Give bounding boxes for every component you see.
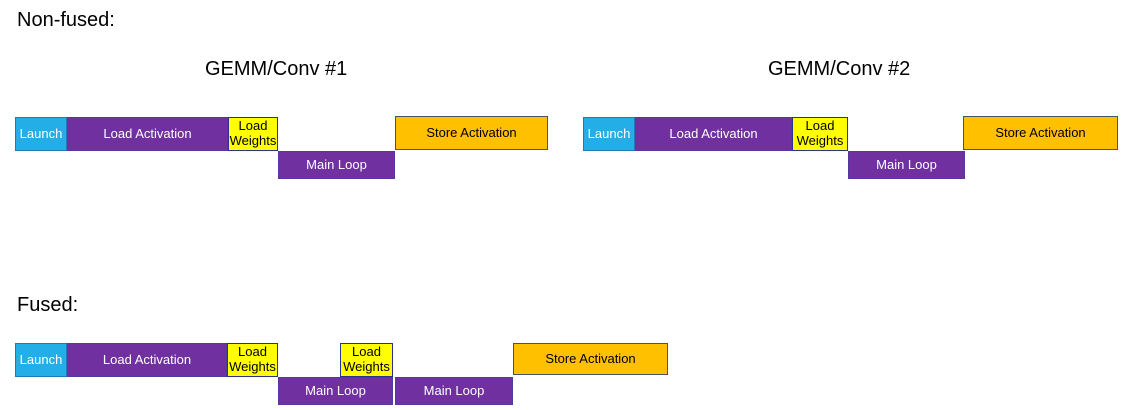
fused-section-label: Fused: <box>17 294 79 316</box>
gemm-conv-2-title: GEMM/Conv #2 <box>768 58 911 80</box>
f-store-activation-block: Store Activation <box>513 343 668 375</box>
f-load-activation-block: Load Activation <box>67 343 227 377</box>
nonfused-section-label: Non-fused: <box>17 9 115 31</box>
f-load-weights-1-block: Load Weights <box>227 343 278 377</box>
nf1-store-activation-block: Store Activation <box>395 116 548 150</box>
gemm-conv-1-title: GEMM/Conv #1 <box>205 58 348 80</box>
nf2-load-activation-block: Load Activation <box>635 117 792 151</box>
nf1-load-activation-block: Load Activation <box>67 117 228 151</box>
f-main-loop-2-block: Main Loop <box>395 377 513 405</box>
nf2-launch-block: Launch <box>583 117 635 151</box>
nf1-load-weights-block: Load Weights <box>228 117 278 151</box>
nf2-load-weights-block: Load Weights <box>792 117 848 151</box>
nf1-launch-block: Launch <box>15 117 67 151</box>
nf2-store-activation-block: Store Activation <box>963 116 1118 150</box>
nf1-main-loop-block: Main Loop <box>278 151 395 179</box>
f-load-weights-2-block: Load Weights <box>340 343 393 377</box>
f-main-loop-1-block: Main Loop <box>278 377 393 405</box>
f-launch-block: Launch <box>15 343 67 377</box>
nf2-main-loop-block: Main Loop <box>848 151 965 179</box>
